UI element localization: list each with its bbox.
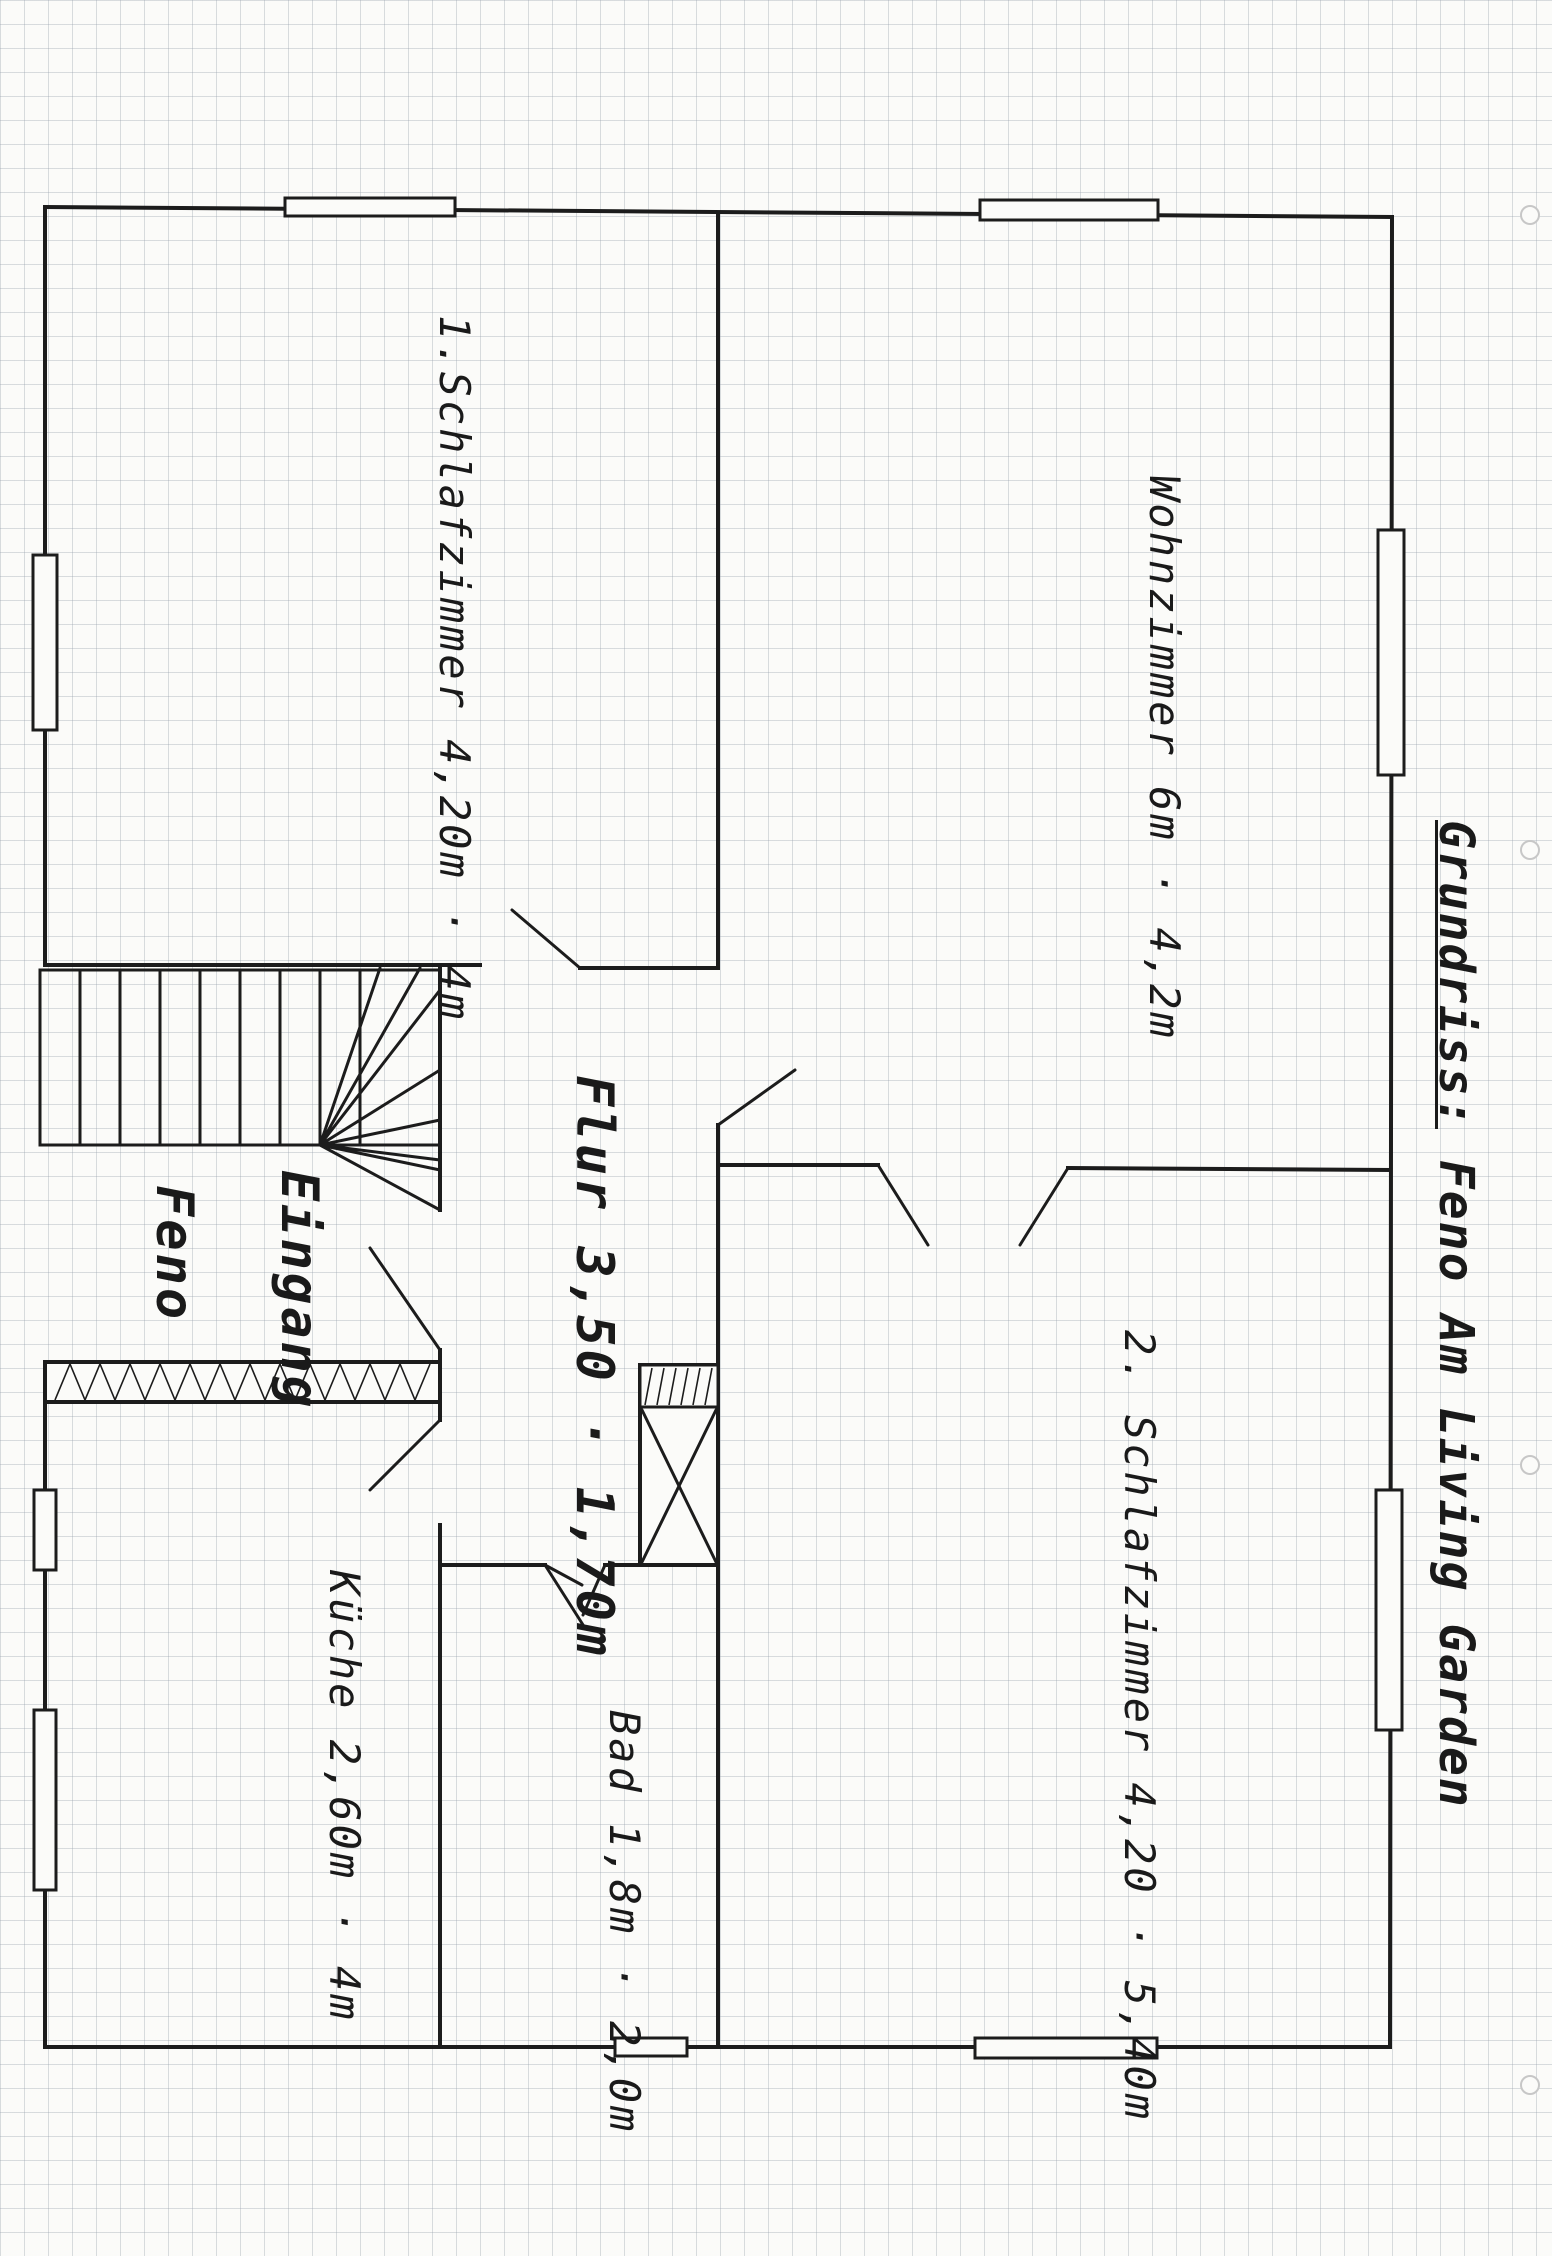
door-kueche — [543, 1563, 584, 1587]
label-schlafzimmer1: 1.Schlafzimmer 4,20m · 4m — [430, 315, 479, 1023]
staircase-steps — [78, 968, 362, 1147]
binder-hole — [1520, 205, 1540, 225]
door-bad — [543, 1563, 607, 1630]
plan-title: Grundriss: Feno Am Living Garden — [1428, 820, 1484, 1809]
door-schlafzimmer1 — [510, 908, 582, 970]
outer-wall-right — [1387, 214, 1395, 2050]
window-top-right — [978, 198, 1160, 222]
window-right-schlafzimmer2 — [1374, 1488, 1404, 1732]
label-feno: Feno — [144, 1185, 204, 1323]
binder-hole — [1520, 840, 1540, 860]
label-eingang: Eingang — [269, 1170, 329, 1411]
door-wohnzimmer-schlafzimmer2-right — [1018, 1166, 1070, 1247]
window-left-kueche-large — [32, 1708, 58, 1892]
staircase-winder — [318, 966, 442, 1212]
label-flur: Flur 3,50 · 1,70m — [564, 1075, 624, 1659]
window-left-upper — [31, 553, 59, 732]
window-top-left — [283, 196, 457, 218]
window-bottom-schlafzimmer2 — [973, 2036, 1159, 2060]
door-wohnzimmer — [716, 1068, 797, 1127]
plan-title-underlined: Grundriss: — [1428, 820, 1484, 1129]
binder-hole — [1520, 2075, 1540, 2095]
shaft-hatched-top — [638, 1363, 720, 1409]
shaft-cross — [640, 1408, 718, 1564]
hatched-wall-entrance-fill — [54, 1361, 431, 1403]
window-bottom-bad — [613, 2036, 689, 2058]
plan-title-rest: Feno Am Living Garden — [1428, 1159, 1484, 1809]
label-wohnzimmer: Wohnzimmer 6m · 4,2m — [1140, 475, 1189, 1041]
label-bad: Bad 1,8m · 2,0m — [600, 1710, 649, 2135]
door-wohnzimmer-schlafzimmer2-left — [876, 1163, 930, 1247]
binder-hole — [1520, 1455, 1540, 1475]
door-eingang-upper — [368, 1246, 442, 1352]
label-schlafzimmer2: 2. Schlafzimmer 4,20 · 5,40m — [1115, 1330, 1164, 2123]
door-eingang-lower — [368, 1418, 442, 1492]
window-left-kueche-small — [32, 1488, 58, 1572]
window-right-wohnzimmer — [1376, 528, 1406, 777]
label-kueche: Küche 2,60m · 4m — [320, 1570, 369, 2023]
shaft-hatched-top-fill — [644, 1367, 713, 1406]
wall-wohnzimmer-schlafzimmer2-right — [1065, 1165, 1393, 1173]
